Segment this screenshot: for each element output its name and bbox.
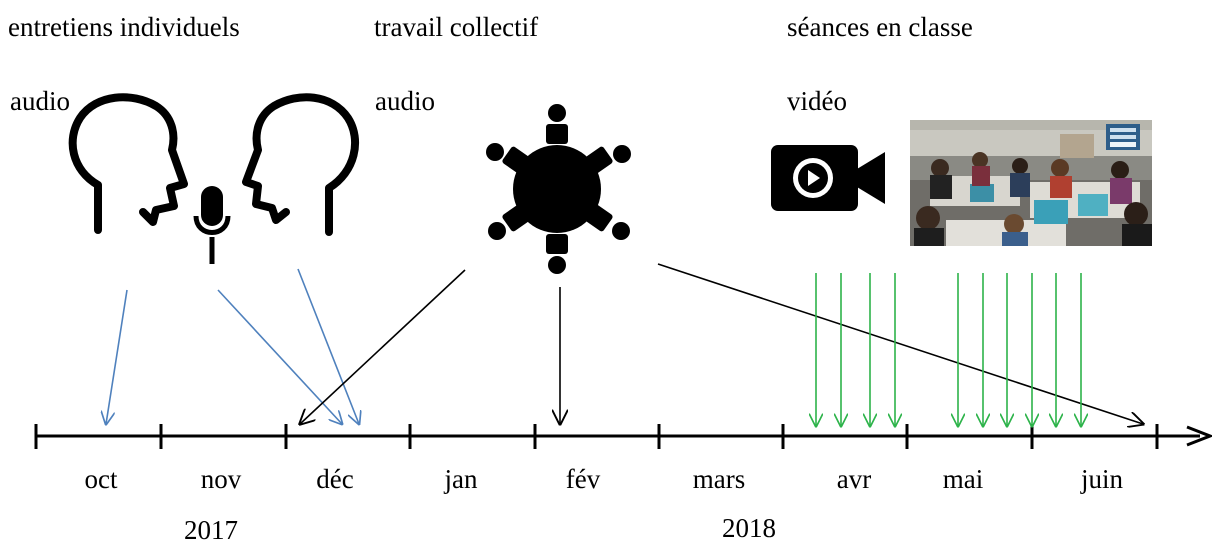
axis-ticks [34, 424, 1159, 449]
month-label-feb: fév [565, 464, 601, 494]
month-label-may: mai [942, 464, 984, 494]
round-table-meeting-icon [486, 104, 631, 274]
month-label-apr: avr [836, 464, 872, 494]
classroom-session-arrows [816, 273, 1081, 426]
label-classroom-media: vidéo [787, 86, 847, 116]
microphone-icon [193, 186, 231, 264]
label-collective-media: audio [375, 86, 435, 116]
month-label-dec: déc [316, 464, 354, 494]
label-collective-work: travail collectif [374, 12, 539, 42]
month-label-oct: oct [84, 464, 118, 494]
label-classroom-sessions: séances en classe [787, 12, 973, 42]
month-label-mar: mars [692, 464, 746, 494]
month-label-jan: jan [444, 464, 478, 494]
month-label-nov: nov [200, 464, 242, 494]
speaking-head-right-icon [242, 93, 359, 236]
month-label-jun: juin [1080, 464, 1124, 494]
label-individual-interviews: entretiens individuels [8, 12, 240, 42]
year-label-2017: 2017 [184, 515, 238, 545]
collective-arrow-dec [300, 269, 466, 424]
individual-interview-arrows [106, 268, 359, 424]
year-label-2018: 2018 [722, 513, 776, 543]
speaking-head-left-icon [68, 93, 188, 234]
collective-arrow-jun [657, 263, 1143, 424]
interview-arrow-dec-2 [297, 268, 359, 424]
interview-arrow-dec-1 [217, 289, 342, 424]
collective-work-arrows [300, 263, 1143, 424]
video-camera-icon [771, 145, 885, 211]
axis-arrowhead [1186, 425, 1212, 447]
classroom-photo [910, 120, 1152, 246]
interview-arrow-oct [106, 289, 128, 424]
label-individual-media: audio [10, 86, 70, 116]
timeline-axis [34, 424, 1212, 449]
